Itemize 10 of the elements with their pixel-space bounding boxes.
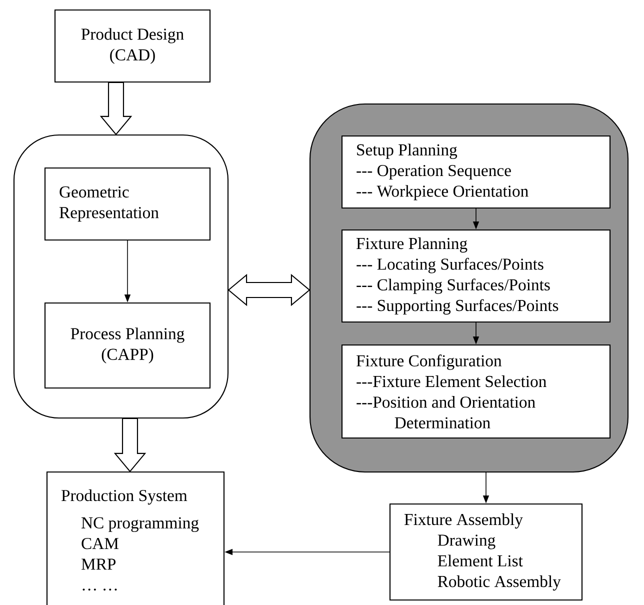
block-arrow <box>100 82 132 136</box>
process-box: Geometric Representation <box>44 167 211 241</box>
process-box: Fixture Planning --- Locating Surfaces/Points --- Clamping Surfaces/Points --- Supporting Surfaces/Points <box>341 229 611 323</box>
process-box: Production System NC programming CAM MRP … … <box>46 471 225 605</box>
process-box: Process Planning (CAPP) <box>44 302 211 389</box>
process-box: Setup Planning --- Operation Sequence --- Workpiece Orientation <box>341 135 611 209</box>
process-box: Fixture Configuration ---Fixture Element Selection ---Position and Orientation Determination <box>341 344 611 439</box>
process-box: Fixture Assembly Drawing Element List Robotic Assembly <box>389 503 583 601</box>
process-box: Product Design (CAD) <box>54 9 211 83</box>
block-arrow <box>114 418 146 472</box>
